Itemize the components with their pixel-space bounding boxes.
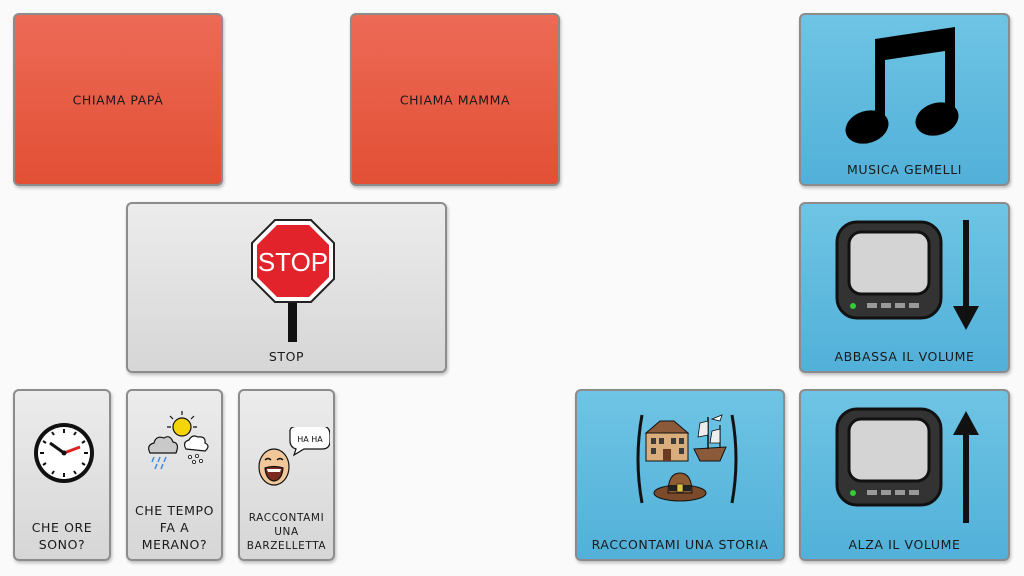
stop-sign-icon: STOP (251, 219, 335, 342)
stop-button[interactable]: STOP STOP (126, 202, 447, 373)
raccontami-storia-button[interactable]: RACCONTAMI UNA STORIA (575, 389, 785, 561)
barzelletta-button[interactable]: HA HA RACCONTAMI UNA BARZELLETTA (238, 389, 335, 561)
clock-icon (34, 423, 94, 483)
chiama-papa-button[interactable]: CHIAMA PAPÀ (13, 13, 223, 186)
stop-label: STOP (268, 349, 305, 364)
stop-sign-text: STOP (258, 247, 328, 277)
alza-volume-label: ALZA IL VOLUME (848, 537, 961, 552)
bubble-text: HA HA (297, 435, 323, 444)
arrow-up-icon (953, 411, 979, 523)
tv-icon (835, 220, 943, 320)
laughing-face-icon: HA HA (258, 427, 330, 486)
raccontami-storia-label: RACCONTAMI UNA STORIA (591, 537, 769, 552)
story-icon (636, 414, 738, 504)
arrow-down-icon (953, 220, 979, 330)
musica-gemelli-button[interactable]: MUSICA GEMELLI (799, 13, 1010, 186)
abbassa-volume-button[interactable]: ABBASSA IL VOLUME (799, 202, 1010, 373)
alza-volume-button[interactable]: ALZA IL VOLUME (799, 389, 1010, 561)
chiama-mamma-button[interactable]: CHIAMA MAMMA (350, 13, 560, 186)
weather-icon (148, 411, 209, 470)
che-tempo-fa-label: CHE TEMPO FA A MERANO? (134, 503, 215, 552)
che-ore-sono-label: CHE ORE SONO? (31, 520, 93, 552)
chiama-mamma-label: CHIAMA MAMMA (399, 92, 511, 107)
che-ore-sono-button[interactable]: CHE ORE SONO? (13, 389, 111, 561)
music-note-icon (845, 27, 959, 144)
musica-gemelli-label: MUSICA GEMELLI (846, 162, 963, 177)
tv-icon (835, 407, 943, 507)
abbassa-volume-label: ABBASSA IL VOLUME (834, 349, 975, 364)
chiama-papa-label: CHIAMA PAPÀ (72, 92, 164, 107)
barzelletta-label: RACCONTAMI UNA BARZELLETTA (246, 512, 327, 552)
che-tempo-fa-button[interactable]: CHE TEMPO FA A MERANO? (126, 389, 223, 561)
